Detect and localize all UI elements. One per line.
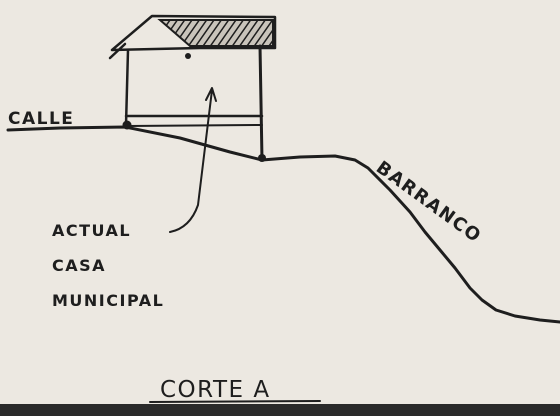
section-title-underline bbox=[149, 400, 321, 403]
house-roof-outline bbox=[110, 14, 277, 52]
house-right-wall bbox=[258, 44, 264, 162]
label-municipal: MUNICIPAL bbox=[52, 291, 164, 310]
house-corner-mark-right bbox=[258, 154, 266, 162]
label-casa: CASA bbox=[52, 256, 106, 275]
ground-profile-line bbox=[6, 125, 560, 324]
house-roof-mark bbox=[185, 53, 191, 59]
label-calle: CALLE bbox=[8, 109, 74, 129]
label-actual: ACTUAL bbox=[52, 221, 131, 240]
house-foundation-line bbox=[127, 124, 263, 127]
house-corner-mark-left bbox=[122, 120, 132, 130]
leader-arrow bbox=[169, 87, 217, 233]
house-roof-hatching bbox=[157, 19, 274, 47]
section-title: CORTE A bbox=[160, 377, 271, 403]
label-barranco: BARRANCO bbox=[372, 157, 485, 247]
house-roof-eave bbox=[108, 42, 127, 60]
bottom-band bbox=[0, 404, 560, 416]
house-left-wall bbox=[124, 48, 130, 127]
house-drawing bbox=[108, 14, 277, 162]
